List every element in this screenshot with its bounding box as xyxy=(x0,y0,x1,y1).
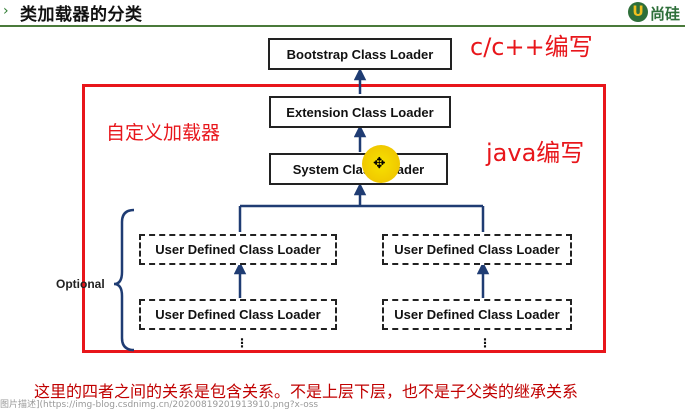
cpp-written-label: c/c++编写 xyxy=(470,33,593,61)
brand-text: 尚硅 xyxy=(650,5,681,23)
pointer-highlight xyxy=(362,145,400,183)
slide-title: 类加载器的分类 xyxy=(20,5,143,25)
custom-loader-label: 自定义加载器 xyxy=(106,122,221,144)
brand-logo: U 尚硅 xyxy=(628,2,685,24)
user-defined-loader-box: User Defined Class Loader xyxy=(382,234,572,265)
chevron-right-icon: › xyxy=(3,3,9,19)
header-divider xyxy=(0,25,685,27)
system-loader-box: System Class Loader xyxy=(269,153,448,185)
user-defined-loader-box: User Defined Class Loader xyxy=(139,299,337,330)
ellipsis-right: ⋮ xyxy=(479,336,491,350)
user-defined-loader-box: User Defined Class Loader xyxy=(382,299,572,330)
slide-header: › 类加载器的分类 U 尚硅 xyxy=(0,0,685,27)
extension-loader-box: Extension Class Loader xyxy=(269,96,451,128)
optional-label: Optional xyxy=(56,277,105,291)
brand-mark-icon: U xyxy=(628,2,648,22)
image-caption: 图片描述](https://img-blog.csdnimg.cn/202008… xyxy=(0,400,319,410)
bootstrap-loader-box: Bootstrap Class Loader xyxy=(268,38,452,70)
relationship-note: 这里的四者之间的关系是包含关系。不是上层下层，也不是子父类的继承关系 xyxy=(34,382,579,401)
java-written-label: java编写 xyxy=(486,139,585,167)
ellipsis-left: ⋮ xyxy=(236,336,248,350)
java-loaders-frame xyxy=(82,84,606,353)
optional-brace xyxy=(113,208,135,352)
user-defined-loader-box: User Defined Class Loader xyxy=(139,234,337,265)
move-cursor-icon: ✥ xyxy=(373,154,386,172)
